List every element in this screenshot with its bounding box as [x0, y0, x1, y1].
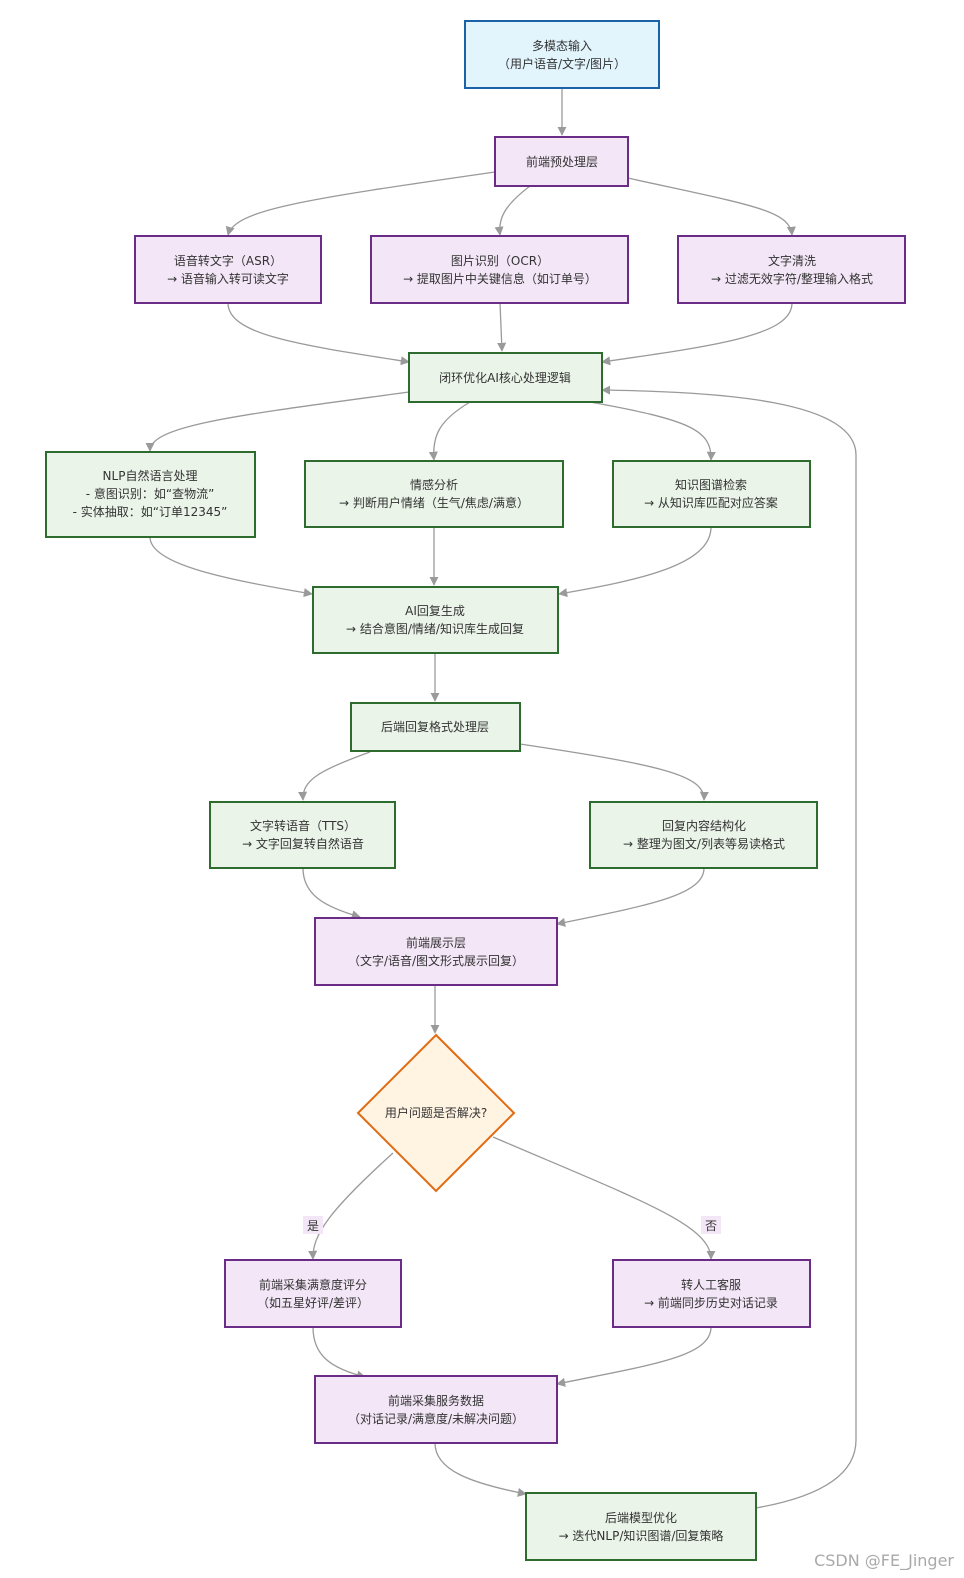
svg-text:（如五星好评/差评）: （如五星好评/差评）: [257, 1295, 369, 1310]
svg-text:文字转语音（TTS）: 文字转语音（TTS）: [250, 818, 356, 833]
edge-core-sentiment: [428, 401, 471, 461]
node-nlp: NLP自然语言处理 - 意图识别：如“查物流” - 实体抽取：如“订单12345…: [45, 451, 256, 538]
watermark: CSDN @FE_Jinger: [814, 1551, 954, 1570]
svg-text:→ 从知识库匹配对应答案: → 从知识库匹配对应答案: [644, 495, 778, 510]
svg-text:前端展示层: 前端展示层: [406, 935, 466, 950]
edge-kg-reply: [558, 526, 712, 598]
edge-asr-core: [227, 302, 410, 366]
edge-decision-rating: [308, 1152, 394, 1260]
node-frontend-preprocess: 前端预处理层: [494, 136, 629, 187]
edge-tts-display: [302, 867, 361, 920]
svg-text:- 实体抽取：如“订单12345”: - 实体抽取：如“订单12345”: [73, 504, 228, 519]
svg-text:知识图谱检索: 知识图谱检索: [675, 477, 747, 492]
edge-backend-tts: [298, 751, 371, 801]
svg-text:前端采集满意度评分: 前端采集满意度评分: [259, 1277, 367, 1292]
node-satisfaction-rating: 前端采集满意度评分 （如五星好评/差评）: [224, 1259, 402, 1328]
svg-text:文字清洗: 文字清洗: [768, 253, 816, 268]
svg-text:用户问题是否解决?: 用户问题是否解决?: [385, 1105, 487, 1120]
node-knowledge-graph: 知识图谱检索 → 从知识库匹配对应答案: [612, 460, 811, 528]
node-asr: 语音转文字（ASR） → 语音输入转可读文字: [134, 235, 322, 304]
svg-text:→ 结合意图/情绪/知识库生成回复: → 结合意图/情绪/知识库生成回复: [346, 621, 524, 636]
svg-text:图片识别（OCR）: 图片识别（OCR）: [451, 254, 549, 268]
node-ai-core: 闭环优化AI核心处理逻辑: [408, 352, 603, 403]
edge-decision-human: [492, 1136, 716, 1260]
edge-preprocess-asr: [225, 171, 496, 236]
svg-text:AI回复生成: AI回复生成: [405, 604, 465, 618]
node-model-optimize: 后端模型优化 → 迭代NLP/知识图谱/回复策略: [525, 1492, 757, 1561]
svg-text:闭环优化AI核心处理逻辑: 闭环优化AI核心处理逻辑: [439, 371, 571, 385]
node-human-agent: 转人工客服 → 前端同步历史对话记录: [612, 1259, 811, 1328]
svg-text:语音转文字（ASR）: 语音转文字（ASR）: [174, 253, 282, 268]
node-ocr: 图片识别（OCR） → 提取图片中关键信息（如订单号）: [370, 235, 629, 304]
svg-text:（文字/语音/图文形式展示回复）: （文字/语音/图文形式展示回复）: [348, 953, 524, 968]
node-ai-reply: AI回复生成 → 结合意图/情绪/知识库生成回复: [312, 586, 559, 654]
node-sentiment: 情感分析 → 判断用户情绪（生气/焦虑/满意）: [304, 460, 564, 528]
svg-text:NLP自然语言处理: NLP自然语言处理: [103, 468, 198, 483]
svg-text:前端预处理层: 前端预处理层: [526, 154, 598, 169]
edge-ocr-core: [497, 302, 507, 352]
node-backend-format: 后端回复格式处理层: [350, 702, 521, 752]
svg-text:回复内容结构化: 回复内容结构化: [662, 818, 746, 833]
svg-text:→ 语音输入转可读文字: → 语音输入转可读文字: [167, 271, 289, 286]
node-decision-resolved: 用户问题是否解决?: [356, 1033, 516, 1193]
edge-preprocess-ocr: [494, 185, 531, 236]
edge-collect-optimize: [434, 1442, 527, 1497]
svg-text:→ 整理为图文/列表等易读格式: → 整理为图文/列表等易读格式: [623, 836, 785, 851]
svg-text:否: 否: [705, 1219, 717, 1233]
svg-text:后端模型优化: 后端模型优化: [605, 1511, 677, 1525]
node-multimodal-input: 多模态输入 （用户语音/文字/图片）: [464, 20, 660, 89]
edge-backend-structure: [519, 743, 709, 801]
edges: [145, 88, 857, 1509]
edge-structure-display: [556, 867, 705, 927]
svg-text:前端采集服务数据: 前端采集服务数据: [388, 1393, 484, 1408]
svg-text:→ 文字回复转自然语音: → 文字回复转自然语音: [242, 836, 364, 851]
svg-text:→ 提取图片中关键信息（如订单号）: → 提取图片中关键信息（如订单号）: [403, 271, 597, 286]
svg-text:→ 前端同步历史对话记录: → 前端同步历史对话记录: [644, 1295, 778, 1310]
svg-text:（用户语音/文字/图片）: （用户语音/文字/图片）: [498, 56, 626, 71]
node-frontend-display: 前端展示层 （文字/语音/图文形式展示回复）: [314, 917, 558, 986]
svg-text:多模态输入: 多模态输入: [532, 38, 592, 53]
edge-core-kg: [589, 401, 716, 461]
svg-text:→ 过滤无效字符/整理输入格式: → 过滤无效字符/整理输入格式: [711, 271, 873, 286]
svg-text:是: 是: [307, 1219, 319, 1233]
node-text-clean: 文字清洗 → 过滤无效字符/整理输入格式: [677, 235, 906, 304]
edge-optimize-core-feedback: [601, 385, 857, 1509]
edge-core-nlp: [145, 391, 410, 452]
svg-text:转人工客服: 转人工客服: [681, 1277, 741, 1292]
edge-label-no: 否: [701, 1216, 721, 1234]
edge-preprocess-clean: [627, 177, 796, 236]
svg-text:→ 判断用户情绪（生气/焦虑/满意）: → 判断用户情绪（生气/焦虑/满意）: [339, 495, 529, 510]
node-tts: 文字转语音（TTS） → 文字回复转自然语音: [209, 801, 396, 869]
node-structure: 回复内容结构化 → 整理为图文/列表等易读格式: [589, 801, 818, 869]
edge-human-collect: [556, 1326, 712, 1387]
svg-text:→ 迭代NLP/知识图谱/回复策略: → 迭代NLP/知识图谱/回复策略: [559, 1528, 724, 1543]
svg-text:情感分析: 情感分析: [410, 477, 458, 492]
node-collect-service-data: 前端采集服务数据 （对话记录/满意度/未解决问题）: [314, 1375, 558, 1444]
edge-label-yes: 是: [303, 1216, 323, 1234]
svg-text:后端回复格式处理层: 后端回复格式处理层: [381, 719, 489, 734]
svg-text:（对话记录/满意度/未解决问题）: （对话记录/满意度/未解决问题）: [348, 1411, 524, 1426]
edge-clean-core: [601, 302, 793, 366]
svg-text:- 意图识别：如“查物流”: - 意图识别：如“查物流”: [86, 486, 215, 501]
edge-rating-collect: [312, 1326, 366, 1380]
edge-nlp-reply: [149, 536, 313, 598]
